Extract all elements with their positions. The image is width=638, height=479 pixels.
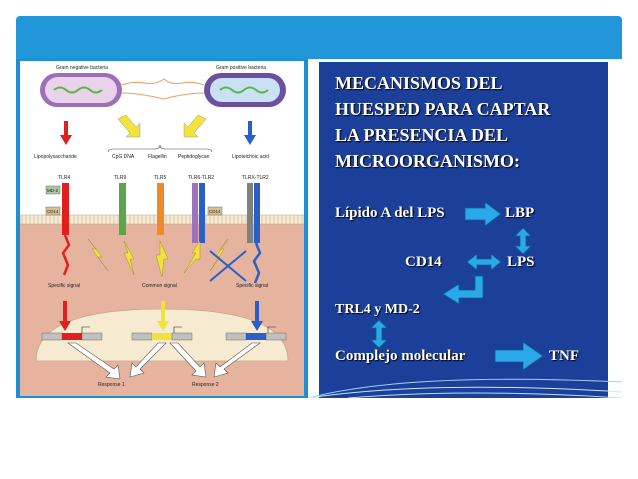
trl4-md2-label: TRL4 y MD-2 (335, 302, 420, 317)
title-bar (16, 16, 622, 59)
ligand-label-lta: Lipoteichoic acid (232, 154, 269, 160)
receptor-tlrx-tlr2: TLRX-TLR2 (242, 175, 269, 181)
cd14-label-right: CD14 (209, 209, 221, 214)
specific-signal-right: Specific signal (236, 283, 268, 289)
gram-positive-label: Gram positive bacteria (216, 65, 266, 71)
receptor-tlr6-tlr2: TLR6-TLR2 (188, 175, 214, 181)
decorative-swoosh (308, 378, 622, 398)
signal-bolts (87, 238, 229, 278)
arrow-lipid-to-lbp (464, 201, 502, 227)
cd14-tag-right (207, 206, 223, 216)
membrane-ticks (21, 215, 303, 224)
arrow-lbp-lps-vertical (514, 227, 532, 255)
ligand-label-cpg: CpG DNA (112, 154, 135, 160)
mechanisms-title-1: MECANISMOS DEL (335, 73, 503, 93)
cd14-label: CD14 (405, 254, 442, 270)
md2-label: MD-2 (47, 188, 58, 193)
mechanisms-panel: MECANISMOS DEL HUESPED PARA CAPTAR LA PR… (319, 62, 608, 398)
arrow-complejo-to-tnf (494, 341, 544, 371)
arrow-cd14-lps (466, 253, 502, 271)
receptor-bars (61, 183, 262, 284)
complejo-label: Complejo molecular (335, 348, 466, 364)
cd14-tag-left (45, 206, 61, 216)
gram-negative-bacterium (40, 73, 122, 107)
gram-negative-label: Gram negative bacteria (56, 65, 108, 71)
receptor-tlr9: TLR9 (114, 175, 126, 181)
common-brace (107, 144, 213, 153)
md2-tag (45, 185, 61, 195)
mechanisms-title-3: LA PRESENCIA DEL (335, 125, 509, 145)
lbp-label: LBP (505, 205, 535, 221)
lps-label: LPS (507, 254, 535, 270)
mechanisms-title-4: MICROORGANISMO: (335, 151, 520, 171)
response-1-label: Response 1 (98, 382, 125, 388)
nucleus-arrows (59, 301, 263, 331)
response-arrows (67, 342, 261, 380)
lipid-a-label: Lípido A del LPS (335, 205, 445, 221)
gram-positive-bacterium (204, 73, 286, 107)
tnf-label: TNF (549, 348, 579, 364)
cross-line-b (209, 250, 247, 282)
specific-signal-left: Specific signal (48, 283, 80, 289)
mechanisms-title-2: HUESPED PARA CAPTAR (335, 99, 551, 119)
ligand-arrows (60, 114, 256, 145)
ligand-label-flagellin: Flagellin (148, 154, 167, 160)
gene-boxes (41, 326, 287, 341)
ligand-label-peptidoglycan: Peptidoglycan (178, 154, 210, 160)
receptor-tlr5: TLR5 (154, 175, 166, 181)
arrow-trl4-complejo-vertical (370, 319, 388, 349)
arrow-lps-to-trl4 (442, 275, 484, 305)
receptor-tlr4: TLR4 (58, 175, 70, 181)
tlr-signaling-diagram: Gram negative bacteria Gram positive bac… (19, 61, 305, 396)
ligand-label-lps: Lipopolysaccharide (34, 154, 77, 160)
response-2-label: Response 2 (192, 382, 219, 388)
common-signal: Common signal (142, 283, 177, 289)
flagella-lines (121, 78, 205, 100)
cd14-label-left: CD14 (47, 209, 59, 214)
